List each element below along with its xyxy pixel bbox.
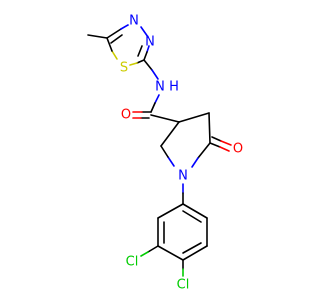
bond-n1-c2-a <box>167 156 175 167</box>
bond-nh-cco-b <box>150 102 156 113</box>
bond-methyl <box>87 34 108 39</box>
bond-lactam-o-a1 <box>209 142 221 148</box>
bond-ar6-ar1 <box>182 203 208 219</box>
bond-lactam-o-a2 <box>219 146 230 152</box>
bond-nh-cco-a <box>154 94 160 104</box>
molecule-structure: S N N N H O O N Cl Cl <box>87 14 243 293</box>
bond-c2-nh-a <box>143 59 153 71</box>
atom-n-thiadiazole-4: N <box>129 14 139 29</box>
bond-c4-c5 <box>208 112 211 144</box>
bond-c2-s1-b <box>129 62 138 66</box>
bond-c5-n1-b <box>191 157 199 168</box>
bond-ar6-ar1-inner <box>182 210 202 223</box>
bond-ar3-cl-a <box>147 245 159 253</box>
bond-c2-s1-a <box>136 59 145 64</box>
atom-cl-para: Cl <box>177 278 190 293</box>
bond-c5-n4-n <box>120 24 129 30</box>
bond-c2-c3 <box>160 121 180 147</box>
bond-cco-c3 <box>150 114 180 123</box>
bond-s1-c5-a <box>111 50 118 60</box>
bond-c5-n4-a <box>106 28 122 39</box>
bond-n1-c2-b <box>160 145 169 158</box>
atom-o-lactam: O <box>233 142 243 157</box>
atom-n-pyrrolidine: N <box>178 169 188 184</box>
bond-c5-n1-a <box>197 142 211 159</box>
bond-n4-n3 <box>140 26 149 38</box>
bond-n3-c2-c <box>137 45 143 57</box>
bond-c3-c4 <box>178 112 210 123</box>
bond-c2-nh-b <box>151 69 159 80</box>
bond-ar3-ar4 <box>157 245 184 261</box>
bond-lactam-o-b2 <box>220 140 232 146</box>
bond-lactam-o-b1 <box>211 136 222 142</box>
bond-n3-c2-b <box>143 51 148 61</box>
bond-c5-n4-b <box>110 34 123 44</box>
bond-n3-c2-a <box>146 45 150 53</box>
atom-s-thiadiazole: S <box>120 61 128 76</box>
atom-cl-meta: Cl <box>126 255 139 270</box>
atom-h-amide: H <box>169 80 179 95</box>
atom-n-amide: N <box>155 80 165 95</box>
atom-n-thiadiazole-3: N <box>145 35 155 50</box>
bond-ar1-ar2 <box>157 203 184 219</box>
bond-ar4-ar5-inner <box>182 242 202 254</box>
bond-ar3-cl-b <box>140 251 149 257</box>
bond-ar4-ar5 <box>182 245 208 261</box>
bond-s1-c5-b <box>106 37 113 52</box>
atom-o-amide: O <box>121 108 131 123</box>
